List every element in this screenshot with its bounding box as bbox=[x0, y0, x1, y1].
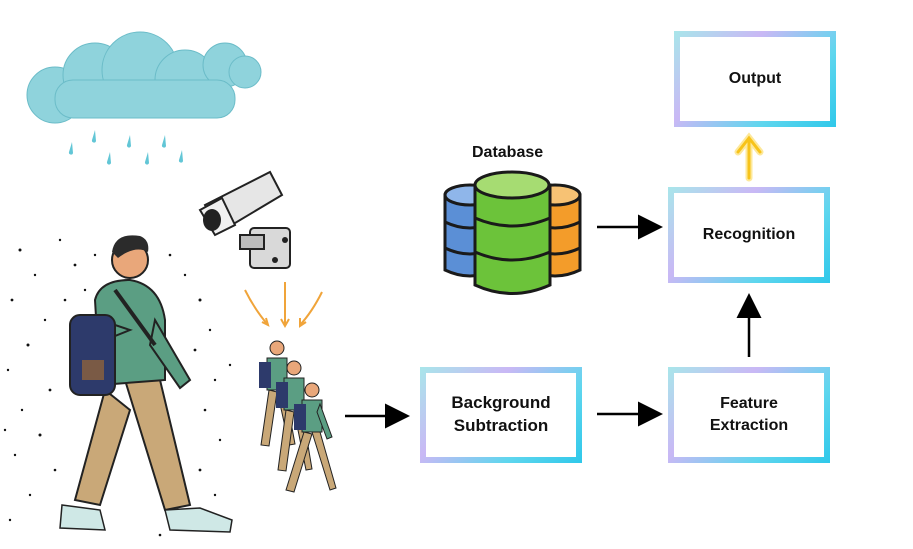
background-subtraction-box: Background Subtraction bbox=[420, 367, 582, 463]
recognition-label: Recognition bbox=[702, 226, 796, 244]
walking-person-icon bbox=[59, 235, 233, 533]
flow-arrows bbox=[345, 214, 762, 429]
background-subtraction-label-line1: Background bbox=[451, 393, 551, 413]
database-label: Database bbox=[472, 144, 544, 161]
feature-extraction-label-line1: Feature bbox=[720, 395, 778, 413]
recognition-to-output-arrow bbox=[734, 132, 764, 182]
feature-extraction-box: Feature Extraction bbox=[668, 367, 830, 463]
database-icon bbox=[443, 170, 582, 295]
capture-arrows bbox=[244, 282, 323, 329]
feature-extraction-label-line2: Extraction bbox=[709, 417, 789, 434]
rain-cloud-icon bbox=[26, 31, 262, 165]
gait-sequence-icon bbox=[259, 340, 337, 493]
background-subtraction-label-line2: Subtraction bbox=[453, 416, 549, 435]
recognition-box: Recognition bbox=[668, 187, 830, 283]
cctv-camera-icon bbox=[198, 170, 291, 269]
output-box: Output bbox=[674, 31, 836, 127]
output-label: Output bbox=[728, 70, 782, 88]
